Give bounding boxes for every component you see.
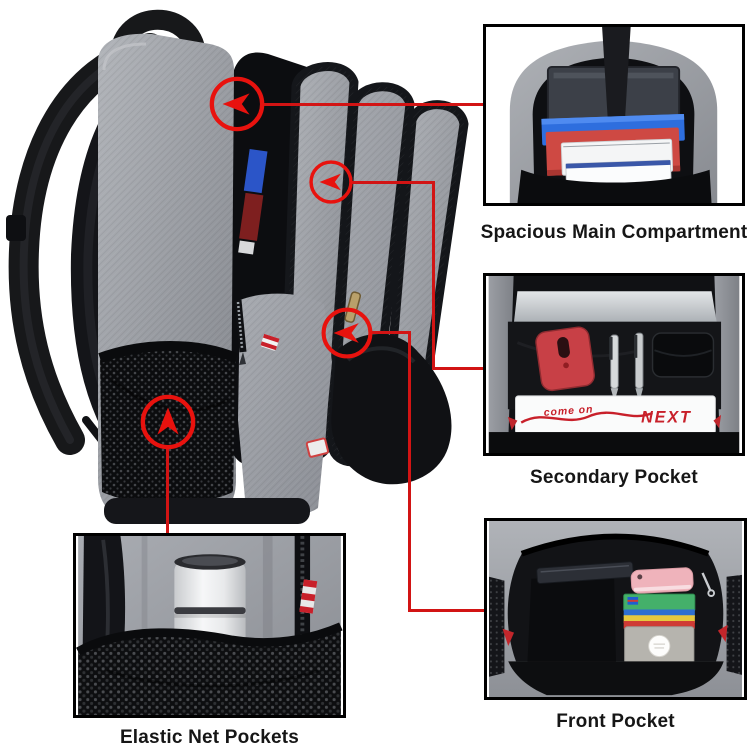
print-brand-text: NEXT <box>641 409 692 427</box>
red-tab-left <box>507 416 518 431</box>
callout-line-secondary-c <box>432 367 486 370</box>
red-white-tab <box>299 579 318 614</box>
callout-line-secondary-b <box>432 181 435 370</box>
side-fabric-left <box>488 276 514 453</box>
side-mesh-left <box>489 576 505 677</box>
main-backpack-photo <box>6 9 469 524</box>
callout-line-front-b <box>408 331 411 612</box>
red-tab-right <box>717 624 728 643</box>
inset-secondary-pocket-photo: come on NEXT <box>483 273 745 456</box>
print-wave <box>520 411 653 424</box>
laptop <box>513 291 718 326</box>
pocket-bottom-shadow <box>508 661 724 696</box>
book-edge-maroon <box>239 192 264 241</box>
wallet <box>651 332 715 378</box>
red-tab-right <box>713 414 722 429</box>
pens <box>609 332 644 403</box>
callout-line-main-compartment <box>264 103 483 106</box>
pink-phone <box>630 567 694 594</box>
front-pocket-panel <box>234 293 332 518</box>
red-white-tab <box>260 333 280 351</box>
inset-main-compartment-photo <box>483 24 745 206</box>
pocket-bottom <box>488 432 740 453</box>
red-tab-left <box>502 628 515 647</box>
caption-front-pocket: Front Pocket <box>556 711 675 732</box>
zipper-slider <box>239 352 246 365</box>
strap-buckle <box>6 215 26 241</box>
callout-line-elastic-net <box>166 448 169 536</box>
inset-elastic-net-photo <box>73 533 346 718</box>
tablet-sleeve <box>527 561 634 662</box>
print-script-text: come on <box>543 404 593 418</box>
caption-elastic-net: Elastic Net Pockets <box>119 727 300 748</box>
compartment-front-wall <box>517 169 712 203</box>
red-phone <box>535 326 595 392</box>
reflective-tab <box>305 437 330 458</box>
callout-line-front-a <box>371 331 411 334</box>
caption-main-compartment: Spacious Main Compartment <box>480 222 748 243</box>
inset-front-pocket-photo <box>484 518 747 700</box>
callout-line-secondary-a <box>351 181 435 184</box>
side-mesh-right <box>726 574 742 675</box>
book-edge-blue <box>243 148 268 194</box>
elastic-mesh <box>76 622 343 715</box>
caption-secondary-pocket: Secondary Pocket <box>530 467 698 488</box>
branded-board: come on NEXT <box>515 395 716 435</box>
handle-strap <box>602 27 631 121</box>
card-stack <box>623 593 696 668</box>
zipper-pull <box>701 572 712 591</box>
backpack-base <box>104 498 310 524</box>
callout-line-front-c <box>408 609 487 612</box>
